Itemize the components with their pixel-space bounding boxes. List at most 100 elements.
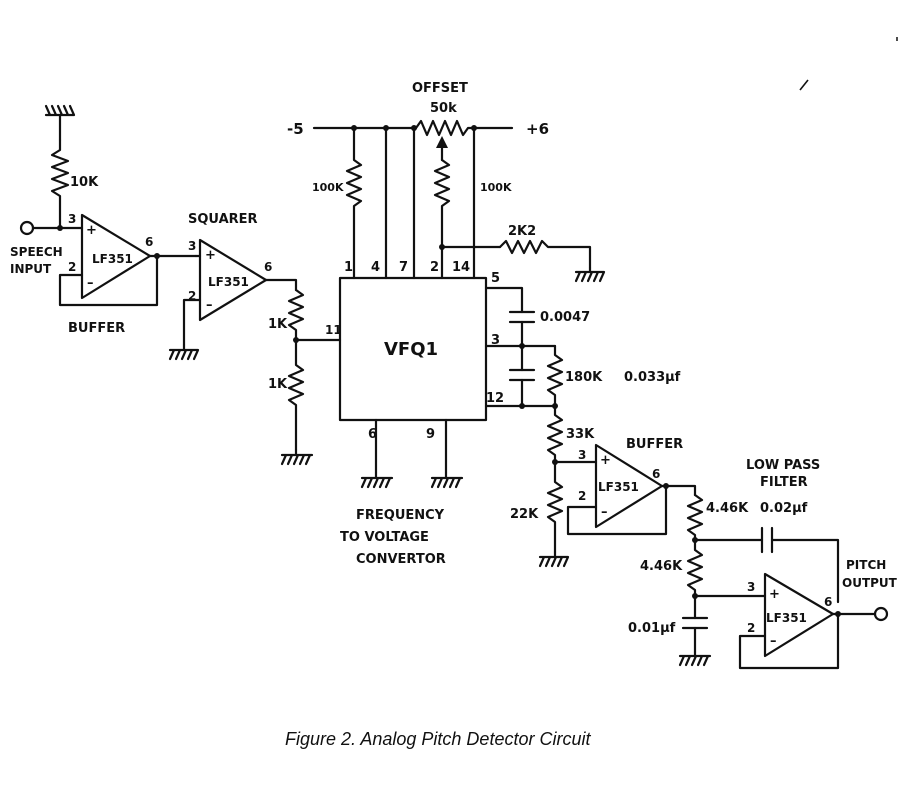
svg-text:3: 3 (747, 580, 755, 594)
svg-text:1K: 1K (268, 377, 288, 392)
divider-ground (280, 448, 314, 466)
resistor-2k2 (498, 239, 592, 270)
svg-text:2K2: 2K2 (508, 224, 536, 239)
resistor-100k-left (345, 126, 363, 280)
pin6-ground (360, 471, 394, 489)
svg-text:100K: 100K (312, 181, 344, 194)
svg-text:4: 4 (371, 260, 380, 275)
svg-text:7: 7 (399, 260, 408, 275)
opamp-squarer (198, 238, 268, 322)
svg-text:3: 3 (188, 239, 196, 253)
offset-potentiometer (414, 119, 476, 137)
offset-value: 50k (430, 101, 457, 116)
resistor-33k (546, 404, 564, 464)
svg-text:2: 2 (188, 289, 196, 303)
svg-text:6: 6 (368, 427, 377, 442)
resistor-10k (50, 138, 70, 230)
pitch-output-label-2: OUTPUT (842, 576, 898, 590)
fvc-label-2: TO VOLTAGE (340, 530, 429, 545)
fvc-label-3: CONVERTOR (356, 552, 446, 567)
squarer-ground (168, 343, 200, 361)
svg-text:11: 11 (325, 323, 342, 337)
opamp-output (763, 572, 835, 658)
svg-text:100K: 100K (480, 181, 512, 194)
svg-text:2: 2 (747, 621, 755, 635)
svg-text:2: 2 (68, 260, 76, 274)
opamp-buffer-1 (80, 213, 152, 300)
capacitor-0047 (508, 310, 536, 324)
svg-text:+: + (205, 248, 216, 263)
buffer2-label: BUFFER (626, 437, 683, 452)
pitch-output-label-1: PITCH (846, 558, 886, 572)
svg-text:1: 1 (344, 260, 353, 275)
r-10k-label: 10K (70, 175, 99, 190)
vfq1-label: VFQ1 (384, 339, 438, 360)
capacitor-033 (508, 368, 536, 382)
svg-text:3: 3 (68, 212, 76, 226)
svg-text:–: – (601, 505, 608, 520)
capacitor-01 (681, 616, 709, 630)
opamp4-label: LF351 (766, 611, 807, 625)
figure-caption: Figure 2. Analog Pitch Detector Circuit (285, 729, 591, 749)
resistor-1k-top (287, 288, 305, 342)
svg-text:12: 12 (486, 391, 504, 406)
svg-text:22K: 22K (510, 507, 539, 522)
resistor-wiper (433, 158, 451, 280)
supply-pos: +6 (526, 120, 549, 138)
svg-text:+: + (86, 223, 97, 238)
supply-neg: -5 (287, 120, 304, 138)
offset-label: OFFSET (412, 81, 468, 96)
svg-text:–: – (87, 276, 94, 291)
svg-text:+: + (769, 587, 780, 602)
svg-text:4.46K: 4.46K (640, 559, 683, 574)
buffer1-label: BUFFER (68, 321, 125, 336)
svg-text:6: 6 (652, 467, 660, 481)
lpf-ground (678, 650, 712, 667)
svg-text:2: 2 (578, 489, 586, 503)
svg-text:6: 6 (264, 260, 272, 274)
svg-text:0.0047: 0.0047 (540, 310, 590, 325)
svg-text:2: 2 (430, 260, 439, 275)
2k2-ground (574, 266, 606, 283)
svg-text:5: 5 (491, 271, 500, 286)
speech-input-label-2: INPUT (10, 262, 52, 276)
resistor-446k-b (686, 538, 704, 598)
resistor-22k (546, 460, 564, 554)
svg-text:–: – (206, 298, 213, 313)
22k-ground (538, 550, 570, 568)
speech-input-label-1: SPEECH (10, 245, 63, 259)
svg-text:9: 9 (426, 427, 435, 442)
svg-text:4.46K: 4.46K (706, 501, 749, 516)
input-ground (44, 104, 76, 142)
svg-text:6: 6 (145, 235, 153, 249)
fvc-label-1: FREQUENCY (356, 508, 445, 523)
opamp3-label: LF351 (598, 480, 639, 494)
opamp2-label: LF351 (208, 275, 249, 289)
lpf-label-2: FILTER (760, 475, 808, 490)
svg-text:6: 6 (824, 595, 832, 609)
svg-text:+: + (600, 453, 611, 468)
pin9-ground (430, 471, 464, 489)
speech-input-terminal (19, 220, 35, 236)
svg-text:3: 3 (578, 448, 586, 462)
resistor-446k-a (686, 493, 704, 542)
opamp-buffer-2 (594, 443, 664, 529)
svg-text:180K: 180K (565, 370, 603, 385)
opamp1-label: LF351 (92, 252, 133, 266)
svg-text:0.033µf: 0.033µf (624, 370, 681, 385)
svg-text:1K: 1K (268, 317, 288, 332)
svg-text:33K: 33K (566, 427, 595, 442)
lpf-label-1: LOW PASS (746, 458, 820, 473)
resistor-180k (546, 344, 564, 408)
capacitor-lpf (760, 526, 774, 554)
pitch-output-terminal (873, 606, 889, 622)
svg-text:0.02µf: 0.02µf (760, 501, 808, 516)
svg-text:14: 14 (452, 260, 470, 275)
svg-text:0.01µf: 0.01µf (628, 621, 676, 636)
svg-text:–: – (770, 634, 777, 649)
svg-text:3: 3 (491, 333, 500, 348)
squarer-label: SQUARER (188, 212, 258, 227)
resistor-1k-bottom (287, 338, 305, 452)
